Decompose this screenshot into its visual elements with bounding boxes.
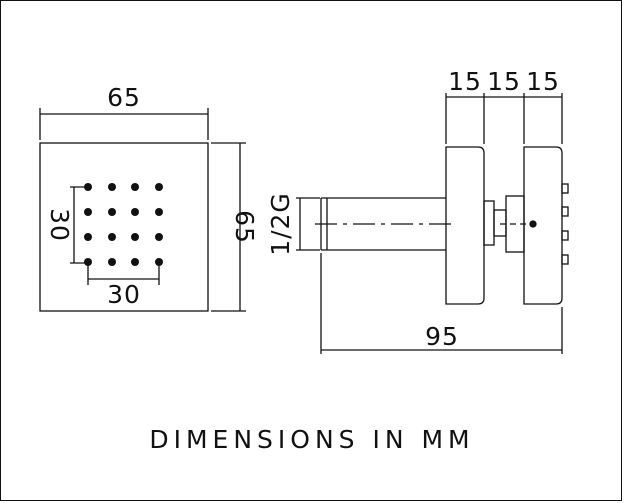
- front-width-label: 65: [107, 83, 141, 112]
- nozzle: [155, 233, 163, 241]
- overall-length-label: 95: [425, 322, 459, 351]
- side-view: [296, 93, 569, 354]
- swivel-connector: [483, 195, 540, 253]
- depth-label-head: 15: [526, 67, 560, 96]
- side-nozzles: [561, 183, 569, 265]
- depth-label-connector: 15: [487, 67, 521, 96]
- threaded-pipe: [315, 197, 454, 251]
- depth-dimensions: [445, 93, 563, 144]
- nozzle: [108, 208, 116, 216]
- depth-label-flange: 15: [448, 67, 482, 96]
- front-height-label: 65: [230, 210, 259, 244]
- nozzle: [155, 208, 163, 216]
- front-view: [39, 108, 246, 312]
- nozzle: [84, 258, 92, 266]
- nozzle: [131, 258, 139, 266]
- nozzle-grid: [84, 183, 163, 266]
- nozzle-vertical-label: 30: [45, 208, 74, 242]
- nozzle: [84, 183, 92, 191]
- front-width-dimension: [39, 108, 209, 140]
- nozzle: [108, 258, 116, 266]
- overall-length-dimension: [320, 253, 563, 354]
- nozzle-horizontal-dimension: [87, 263, 160, 285]
- shower-head-body: [523, 146, 563, 305]
- wall-flange: [445, 146, 485, 305]
- nozzle: [155, 183, 163, 191]
- nozzle: [84, 233, 92, 241]
- nozzle: [108, 233, 116, 241]
- nozzle-horizontal-label: 30: [107, 280, 141, 309]
- nozzle: [131, 208, 139, 216]
- front-height-dimension: [211, 142, 246, 312]
- units-caption: DIMENSIONS IN MM: [149, 425, 475, 454]
- nozzle: [155, 258, 163, 266]
- nozzle: [131, 233, 139, 241]
- front-plate-outline: [39, 142, 209, 312]
- nozzle: [131, 183, 139, 191]
- nozzle: [84, 208, 92, 216]
- thread-dimension: [296, 197, 320, 251]
- nozzle: [108, 183, 116, 191]
- thread-label: 1/2G: [266, 192, 295, 256]
